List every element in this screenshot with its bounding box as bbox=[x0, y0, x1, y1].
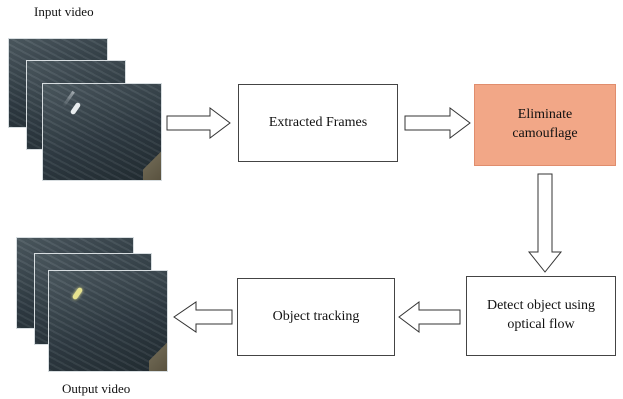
detect-object-box: Detect object using optical flow bbox=[466, 276, 616, 356]
arrow-to-output-video bbox=[173, 301, 233, 333]
output-video-label: Output video bbox=[62, 381, 131, 396]
arrow-to-extracted-frames bbox=[166, 107, 231, 139]
extracted-frames-label: Extracted Frames bbox=[268, 114, 368, 130]
detect-object-label: Detect object using optical flow bbox=[486, 298, 596, 332]
eliminate-camouflage-box: Eliminate camouflage bbox=[474, 84, 616, 166]
input-video-label: Input video bbox=[34, 4, 94, 19]
arrow-to-object-tracking bbox=[398, 301, 461, 333]
arrow-to-detect-object bbox=[527, 173, 563, 273]
arrow-to-eliminate-camouflage bbox=[404, 107, 471, 139]
eliminate-camouflage-label: Eliminate camouflage bbox=[512, 107, 578, 141]
object-tracking-box: Object tracking bbox=[237, 278, 395, 356]
object-tracking-label: Object tracking bbox=[272, 308, 360, 324]
input-frame-3 bbox=[42, 83, 162, 181]
extracted-frames-box: Extracted Frames bbox=[238, 84, 398, 162]
output-frame-3 bbox=[48, 270, 168, 372]
